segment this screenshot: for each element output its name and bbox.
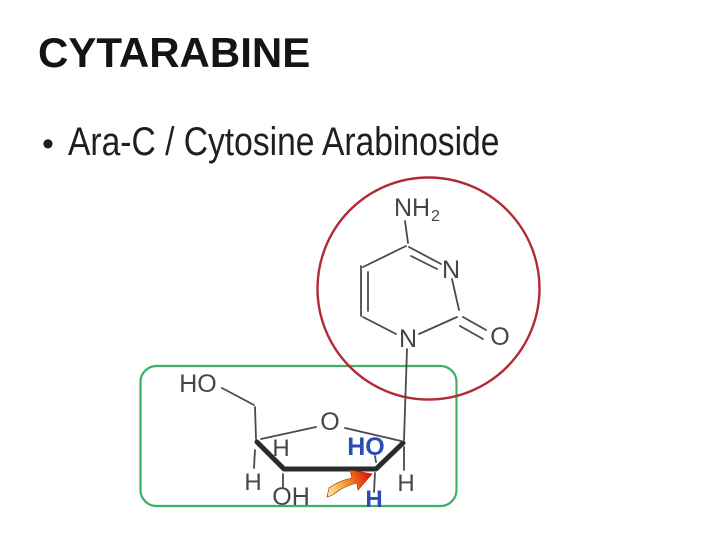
bond-n1-c2 [418,316,458,335]
h-c1-label: H [397,470,414,497]
bond-c4-n3-inner [410,255,438,270]
ring-n3-label: N [442,256,460,284]
sugar-wedge-bonds [254,439,406,472]
h-c4-label: H [244,469,261,496]
oh-c3-label: OH [272,483,310,511]
amine-subscript: 2 [431,208,440,225]
bullet-item: • Ara-C / Cytosine Arabinoside [42,120,582,166]
bond-o-c1p [344,427,402,442]
ring-n1-label: N [399,325,417,353]
h-c3-label: H [272,435,289,462]
bond-c4p-o [260,426,317,440]
carbonyl-o-label: O [490,323,509,351]
amine-label: NH [394,194,430,222]
blue-highlight-labels: HO H [347,433,385,513]
bond-c4-n3-outer [408,246,442,265]
base-highlight-circle [316,176,541,401]
ho-c2-blue-label: HO [347,433,385,461]
bond-c6-n1 [362,316,397,335]
structure-labels: NH 2 N N O O HO H H OH H [179,194,509,511]
bond-c4p-c5p [254,406,257,440]
slide-title: CYTARABINE [38,29,311,76]
bond-c2-o-outer [462,316,487,331]
bond-c2p-ho [374,455,377,463]
bullet-marker: • [42,125,54,163]
bond-c2-o-inner [459,325,484,340]
bond-c4-nh2 [404,220,409,244]
bond-n1-c1prime [403,348,408,441]
sugar-ring-o-label: O [320,408,339,436]
bond-c2p-h [373,472,376,493]
bond-c5p-oh [221,387,255,406]
bond-c4p-h [253,449,256,469]
bond-c4-c5 [362,245,407,268]
bond-n3-c2 [451,278,460,311]
bullet-text: Ara-C / Cytosine Arabinoside [68,120,500,164]
h-c2-blue-label: H [365,486,382,513]
sugar-ring-bonds [221,387,405,493]
epimer-arrow [326,469,373,498]
cytosine-base-bonds [360,220,487,441]
sugar-highlight-box [139,364,458,508]
hydroxymethyl-label: HO [179,370,217,398]
